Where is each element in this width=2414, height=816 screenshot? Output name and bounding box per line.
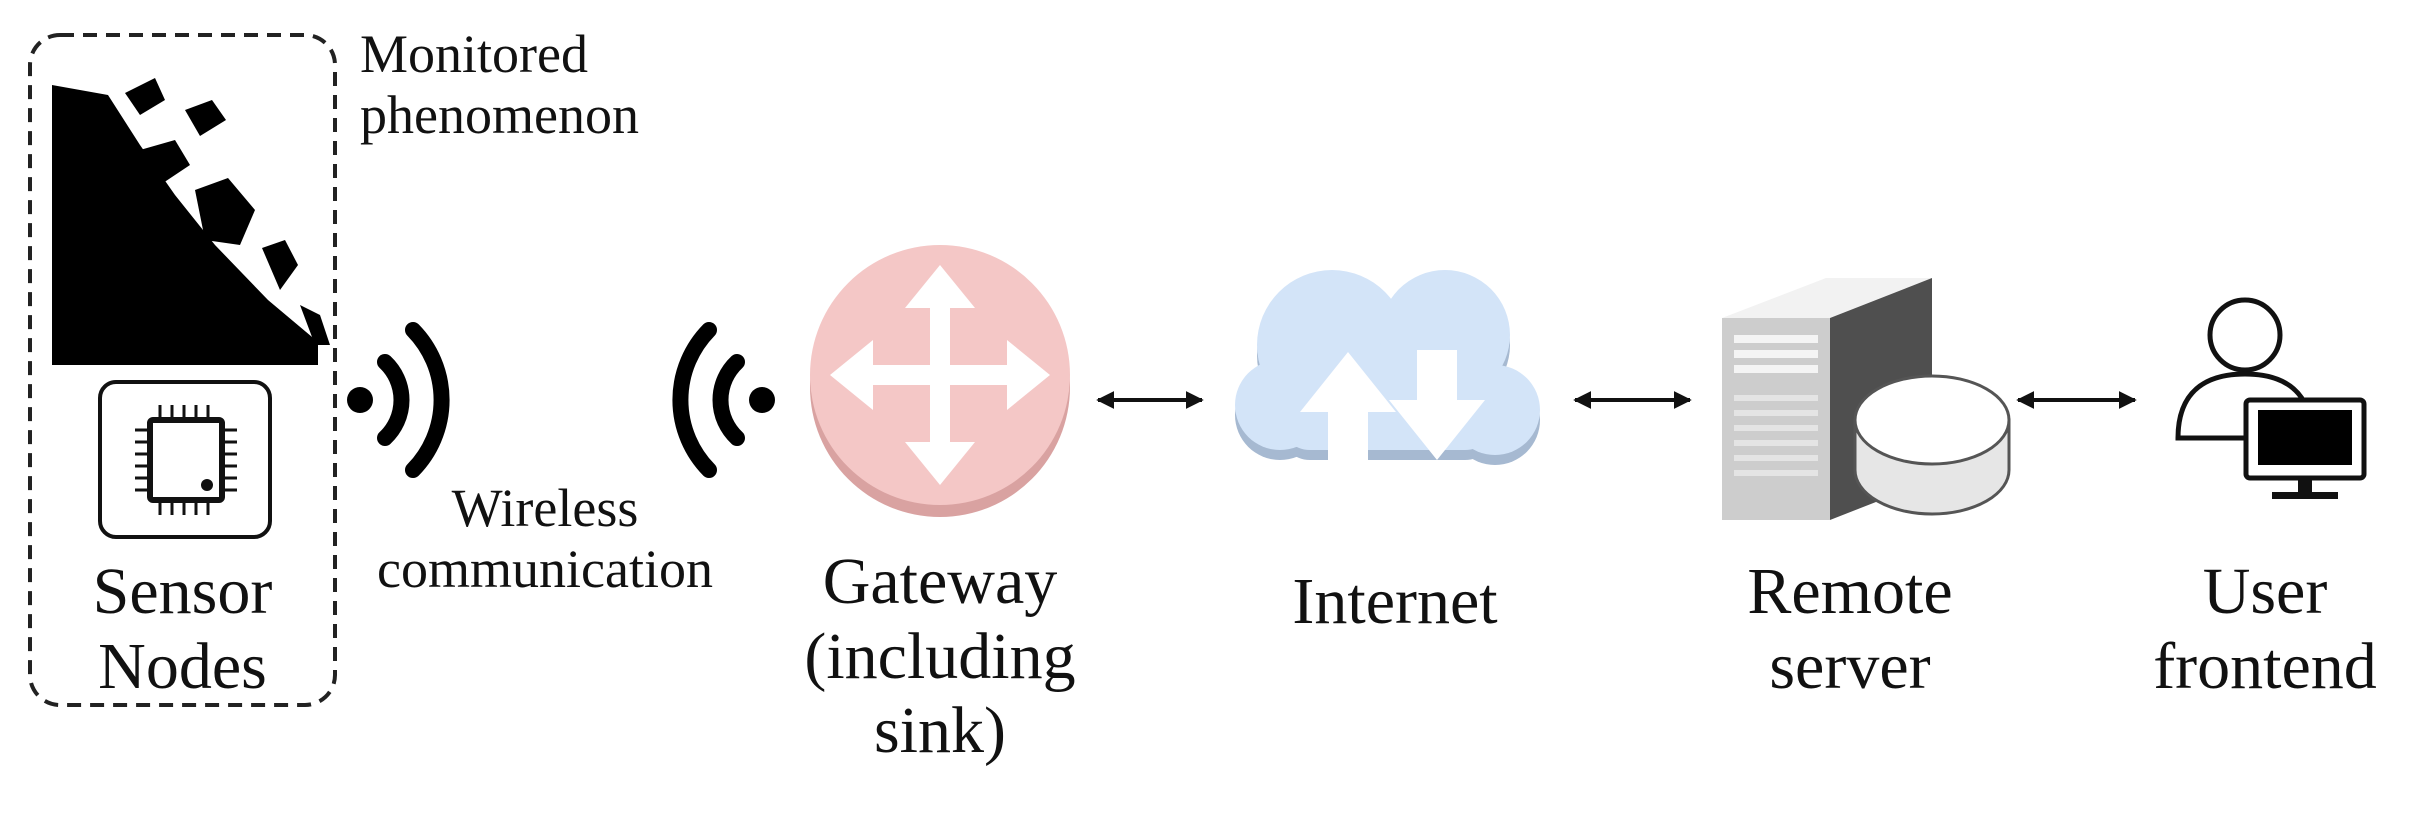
router-icon [810,245,1070,517]
internet-label: Internet [1292,565,1498,638]
user-frontend-label: User frontend [2153,555,2377,703]
landslide-icon [52,78,330,365]
sensor-nodes-label: Sensor Nodes [92,555,273,703]
monitor-icon [2243,397,2367,499]
monitored-phenomenon-label: Monitored phenomenon [360,24,639,146]
sensor-node-boundary [28,33,337,707]
wireless-communication-label: Wireless communication [377,478,713,600]
database-icon [1853,374,2011,516]
gateway-label: Gateway (including sink) [804,545,1076,768]
wireless-signal-icon [672,322,775,478]
microchip-icon [98,380,272,539]
wireless-signal-icon [347,322,450,478]
cloud-icon [1235,270,1540,465]
remote-server-label: Remote server [1747,555,1953,703]
